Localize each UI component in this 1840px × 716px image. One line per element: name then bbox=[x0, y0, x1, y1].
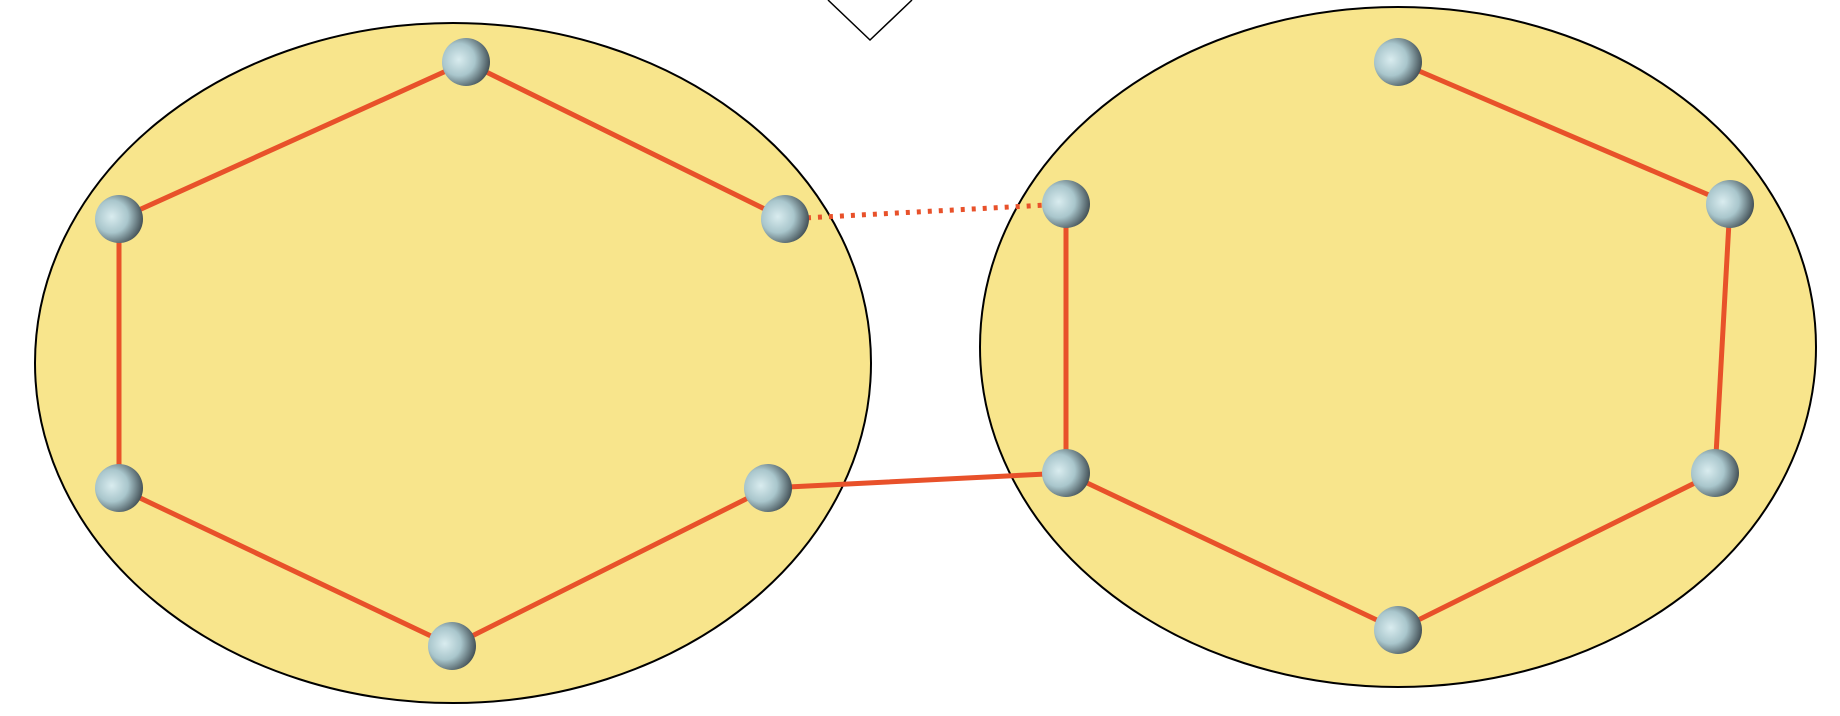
node-R5 bbox=[1042, 449, 1090, 497]
edge-L4-L3 bbox=[449, 485, 771, 649]
node-L2 bbox=[761, 195, 809, 243]
node-R2 bbox=[1706, 180, 1754, 228]
top-chevron-shape bbox=[827, 0, 913, 42]
node-L5 bbox=[95, 464, 143, 512]
right-cluster bbox=[979, 6, 1817, 688]
nodes-layer bbox=[95, 38, 1754, 670]
node-R6 bbox=[1042, 180, 1090, 228]
edge-L1-L2 bbox=[463, 59, 788, 222]
node-L3 bbox=[744, 464, 792, 512]
edges-layer bbox=[116, 59, 1733, 649]
node-L4 bbox=[428, 622, 476, 670]
edge-R4-R5 bbox=[1063, 470, 1401, 633]
edge-L2-R6-dotted bbox=[784, 201, 1067, 222]
edge-R1-R2 bbox=[1395, 59, 1733, 207]
node-R1 bbox=[1374, 38, 1422, 86]
edge-R2-R3 bbox=[1712, 201, 1733, 476]
edge-L3-R5 bbox=[765, 470, 1069, 491]
left-cluster bbox=[34, 22, 872, 704]
edge-L5-L4 bbox=[116, 485, 455, 649]
edge-L1-L6 bbox=[116, 59, 469, 222]
node-R4 bbox=[1374, 606, 1422, 654]
edge-R3-R4 bbox=[1395, 470, 1718, 633]
node-L1 bbox=[442, 38, 490, 86]
node-R3 bbox=[1691, 449, 1739, 497]
node-L6 bbox=[95, 195, 143, 243]
